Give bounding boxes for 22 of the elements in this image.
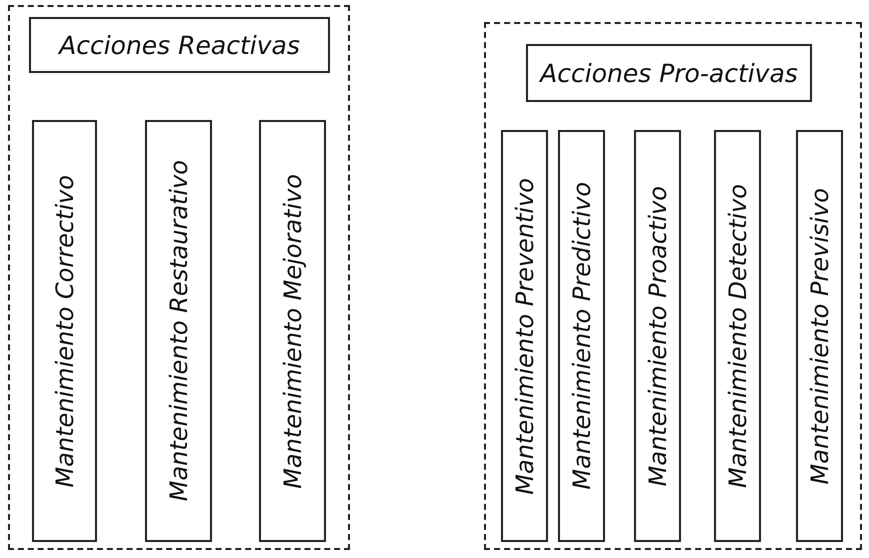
vertical-box (501, 130, 548, 542)
box-label: Mantenimiento Preventivo (510, 178, 538, 494)
header-box (29, 17, 330, 73)
vertical-box (259, 120, 326, 542)
box-label: Mantenimiento Proactivo (644, 186, 672, 486)
heading-text: Acciones Pro-activas (540, 58, 798, 88)
header-box (526, 44, 812, 102)
box-label: Mantenimiento Predictivo (568, 182, 596, 490)
box-label: Mantenimiento Correctivo (50, 174, 78, 488)
box-label: Mantenimiento Previsivo (806, 188, 834, 484)
box-label: Mantenimiento Restaurativo (164, 160, 192, 502)
vertical-box (558, 130, 605, 542)
heading-text: Acciones Reactivas (59, 30, 300, 60)
vertical-box (714, 130, 761, 542)
vertical-box (634, 130, 681, 542)
vertical-box (32, 120, 97, 542)
vertical-box (145, 120, 212, 542)
dashed-group-frame (8, 5, 350, 550)
dashed-group-frame (484, 22, 862, 550)
box-label: Mantenimiento Detectivo (724, 184, 752, 488)
vertical-box (796, 130, 843, 542)
box-label: Mantenimiento Mejorativo (278, 174, 306, 488)
